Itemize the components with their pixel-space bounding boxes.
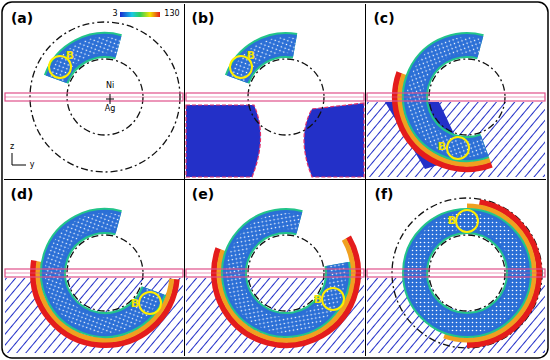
- burgers-label: B: [314, 294, 322, 305]
- axis-label: y: [30, 161, 35, 169]
- burgers-label: B: [66, 50, 74, 61]
- burgers-label: B: [448, 215, 456, 226]
- axis-label: z: [10, 143, 14, 151]
- colorbar-value: 3: [112, 10, 117, 18]
- panel-label: (a): [11, 11, 33, 25]
- panel-label: (d): [11, 187, 34, 201]
- burgers-label: B: [247, 50, 255, 61]
- panel-label: (c): [373, 11, 394, 25]
- panel-label: (b): [192, 11, 215, 25]
- colorbar-value: 130: [164, 10, 179, 18]
- burgers-label: B: [131, 298, 139, 309]
- panel-label: (f): [375, 187, 394, 201]
- burgers-label: B: [438, 141, 446, 152]
- panel-label: (e): [192, 187, 214, 201]
- material-label: Ag: [105, 105, 116, 113]
- material-label: Ni: [106, 82, 114, 90]
